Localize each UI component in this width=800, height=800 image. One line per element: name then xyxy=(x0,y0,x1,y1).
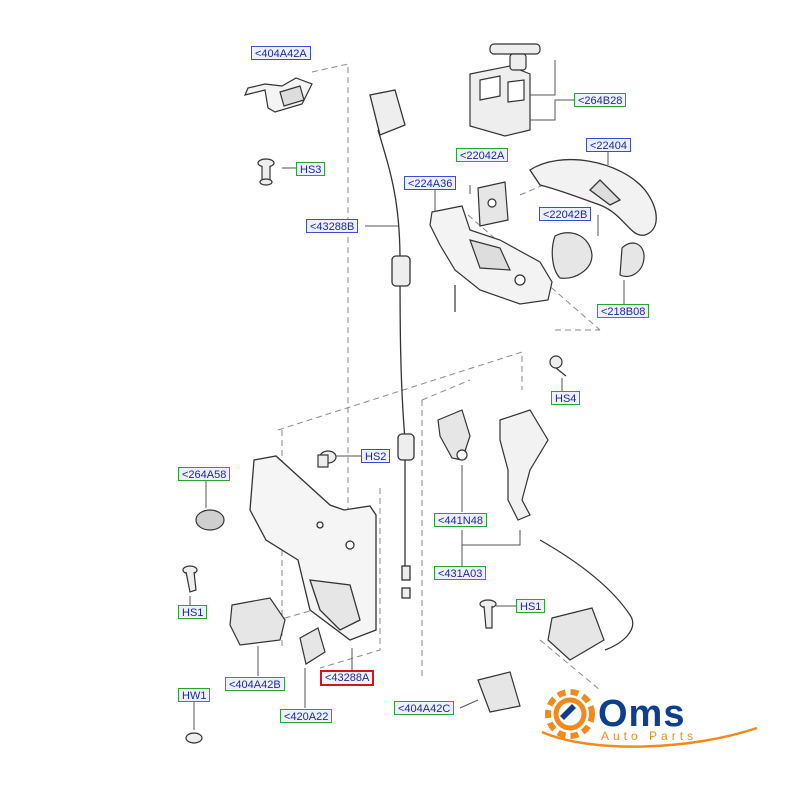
lock-body-43288a xyxy=(249,455,377,641)
callout-404a42b[interactable]: <404A42B xyxy=(225,677,285,691)
callout-43288b[interactable]: <43288B xyxy=(306,219,359,233)
callout-404a42c[interactable]: <404A42C xyxy=(394,701,455,715)
lever-441n48 xyxy=(437,409,471,461)
leader-lines xyxy=(189,60,625,730)
callout-420a22[interactable]: <420A22 xyxy=(280,709,333,723)
callout-441n48[interactable]: <441N48 xyxy=(434,513,487,527)
callout-264a58[interactable]: <264A58 xyxy=(178,467,231,481)
screw-hs4 xyxy=(549,355,567,377)
callout-264b28[interactable]: <264B28 xyxy=(574,93,627,107)
clip-218b08 xyxy=(619,242,645,278)
callout-hs4[interactable]: HS4 xyxy=(551,391,581,405)
bracket-404a42c xyxy=(477,671,521,713)
mechanism-224a36 xyxy=(429,205,553,312)
callout-22404[interactable]: <22404 xyxy=(586,138,632,152)
logo-text: Oms xyxy=(598,693,686,735)
bracket-404a42a xyxy=(243,77,313,113)
handle-22404 xyxy=(529,158,657,236)
callout-218b08[interactable]: <218B08 xyxy=(597,304,650,318)
callout-224a36[interactable]: <224A36 xyxy=(404,176,457,190)
callout-hs1-left[interactable]: HS1 xyxy=(178,605,208,619)
bracket-22042a xyxy=(477,181,509,227)
swoosh-icon xyxy=(541,726,758,748)
callout-22042a[interactable]: <22042A xyxy=(456,148,509,162)
cable-43288b xyxy=(369,89,415,599)
callout-hs2[interactable]: HS2 xyxy=(361,449,391,463)
callout-404a42a[interactable]: <404A42A xyxy=(251,46,311,60)
bracket-404a42b xyxy=(229,597,286,646)
callout-431a03[interactable]: <431A03 xyxy=(434,566,487,580)
cap-22042b xyxy=(551,232,593,279)
latch-cable-end xyxy=(547,607,605,661)
callout-hw1[interactable]: HW1 xyxy=(178,688,211,702)
oms-logo xyxy=(541,689,758,748)
callout-hs3[interactable]: HS3 xyxy=(296,162,326,176)
gear-icon xyxy=(545,689,595,739)
logo-subtext: Auto Parts xyxy=(601,729,698,743)
callout-hs1-right[interactable]: HS1 xyxy=(516,599,546,613)
screw-hs3 xyxy=(257,158,275,186)
bumper-264a58 xyxy=(195,509,225,531)
screw-hs1-right xyxy=(479,599,497,629)
callout-22042b[interactable]: <22042B xyxy=(539,207,592,221)
cover-420a22 xyxy=(299,627,326,665)
callout-43288a[interactable]: <43288A xyxy=(320,670,375,686)
screw-hs2 xyxy=(317,450,337,468)
linkage-431a03 xyxy=(499,409,634,651)
screw-hs1-left xyxy=(182,565,198,593)
clip-264b28 xyxy=(469,43,541,137)
nut-hw1 xyxy=(185,732,203,744)
